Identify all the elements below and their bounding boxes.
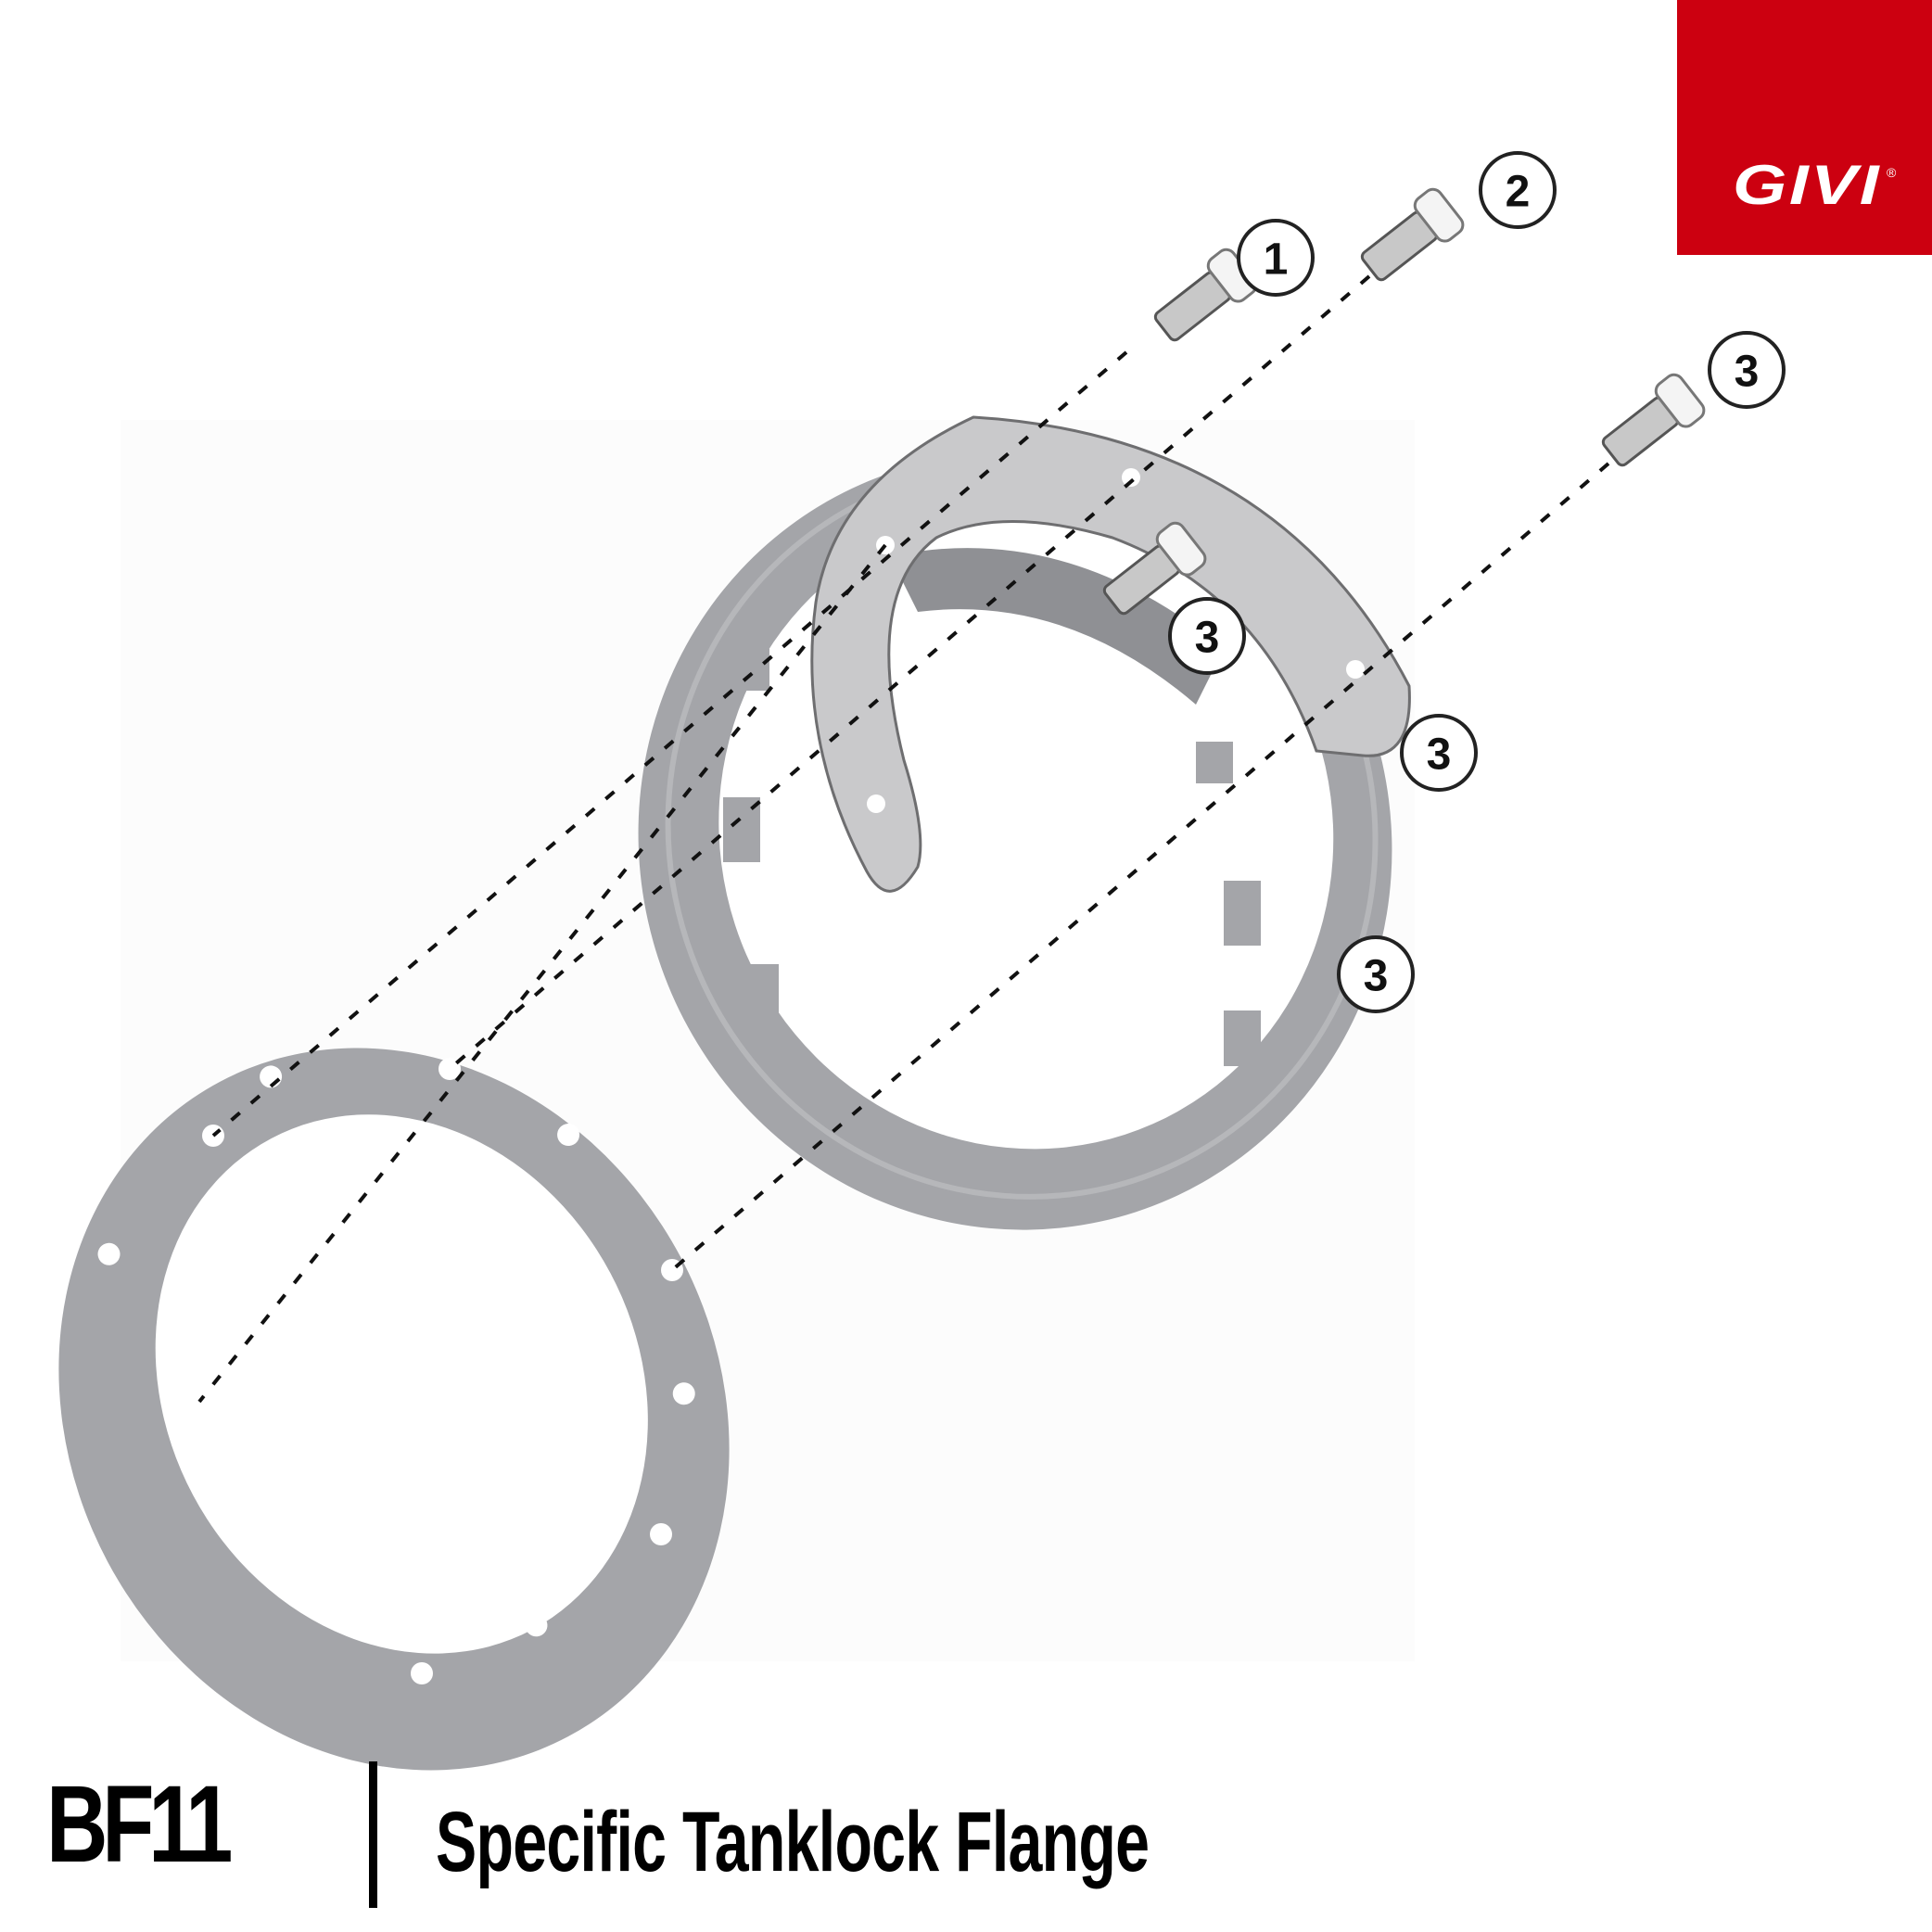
product-name: Specific Tanklock Flange	[436, 1795, 1150, 1889]
brand-name: GIVI	[1733, 154, 1882, 216]
screw-icon	[1601, 373, 1706, 467]
svg-text:1: 1	[1264, 235, 1289, 285]
assembly-lines	[197, 274, 1610, 1404]
svg-text:3: 3	[1735, 348, 1760, 397]
svg-text:3: 3	[1364, 952, 1389, 1001]
flange-plate	[810, 415, 1411, 893]
callout-3: 2	[1479, 151, 1557, 229]
callout-3: 3	[1168, 597, 1246, 675]
callout-3: 3	[1708, 331, 1786, 409]
svg-text:3: 3	[1195, 614, 1220, 663]
callout-3: 1	[1237, 219, 1315, 297]
callout-1: 3	[1400, 714, 1478, 792]
gasket	[58, 1048, 730, 1771]
product-code: BF11	[46, 1763, 233, 1886]
registered-mark: ®	[1887, 165, 1897, 180]
screw-icon	[1153, 248, 1258, 342]
screw-icon	[1102, 521, 1207, 616]
svg-text:2: 2	[1506, 168, 1531, 217]
givi-logo: GIVI ®	[1677, 0, 1932, 255]
callout-2: 3	[1337, 935, 1415, 1013]
screw-icon	[1360, 187, 1465, 282]
title-divider	[369, 1761, 377, 1908]
svg-text:3: 3	[1427, 731, 1452, 780]
